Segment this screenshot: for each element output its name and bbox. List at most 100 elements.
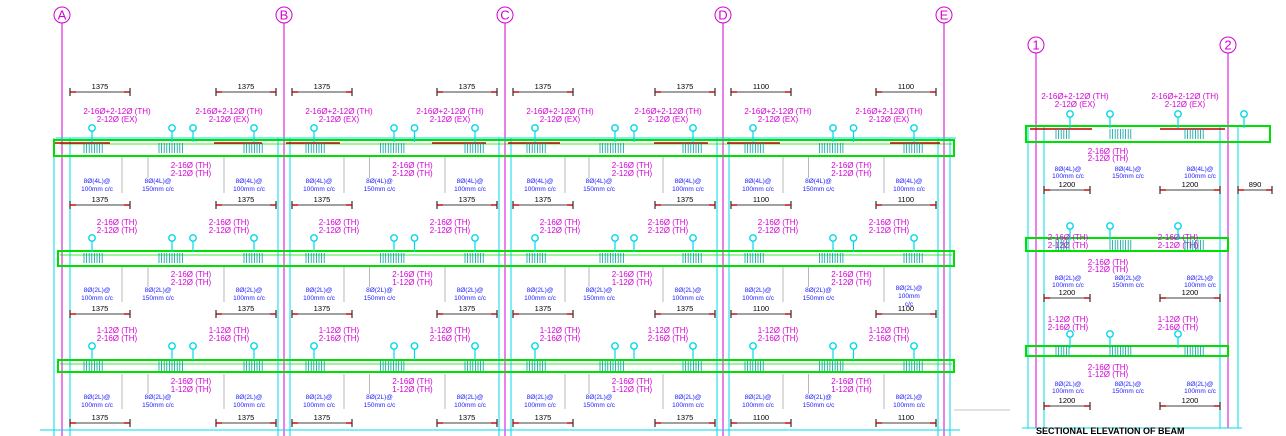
grid-label: E: [940, 8, 949, 23]
bar-mark-icon: [829, 342, 837, 350]
stirrup-label: 100mm c/c: [81, 295, 114, 302]
top-bar-label: 2-16Ø+2-12Ø (TH): [305, 107, 373, 116]
top-bar-label: 2-16Ø (TH): [758, 218, 799, 227]
bar-mark-icon: [829, 124, 837, 132]
bar-mark-icon: [749, 124, 757, 132]
bar-mark-icon: [849, 234, 858, 242]
bar-mark-icon: [189, 234, 197, 242]
dimension-label: 1375: [238, 195, 255, 204]
top-bar-label: 2-16Ø (TH): [1048, 323, 1089, 332]
stirrup-label: 8Ø(2L)@: [745, 394, 772, 401]
dimension-label: 1375: [677, 82, 694, 91]
top-bar-label: 2-12Ø (TH): [648, 226, 689, 235]
top-bar-label: 1-12Ø (TH): [648, 326, 689, 335]
stirrup-label: 8Ø(2L)@: [805, 394, 832, 401]
stirrup-label: 8Ø(4L)@: [84, 178, 111, 185]
stirrup-label: 100mm c/c: [893, 186, 926, 193]
top-bar-label: 2-16Ø+2-12Ø (TH): [744, 107, 812, 116]
stirrup-label: 8Ø(2L)@: [1187, 381, 1214, 388]
dimension-label: 1200: [1182, 288, 1199, 297]
extra-bar-label: 2-12Ø (EX): [209, 115, 250, 124]
stirrup-label: 100mm: [898, 293, 920, 300]
stirrup-label: 8Ø(2L)@: [675, 394, 702, 401]
dimension-label: 1375: [535, 195, 552, 204]
dimension-label: 1375: [677, 413, 694, 422]
beam-outline: [1025, 125, 1271, 143]
bar-mark-icon: [1106, 110, 1114, 118]
stirrup-label: 8Ø(4L)@: [457, 178, 484, 185]
bar-mark-icon: [410, 342, 419, 350]
top-bar-label: 2-16Ø (TH): [1158, 323, 1199, 332]
bar-mark-icon: [250, 234, 258, 242]
top-bar-label: 1-12Ø (TH): [430, 326, 471, 335]
top-bar-label: 2-16Ø (TH): [97, 334, 138, 343]
dimension-label: 1200: [1182, 180, 1199, 189]
dimension-label: 1375: [92, 413, 109, 422]
bar-mark-icon: [189, 342, 197, 350]
beam-outline: [57, 250, 955, 267]
stirrup-label: 8Ø(2L)@: [84, 394, 111, 401]
bar-mark-icon: [168, 234, 176, 242]
bottom-bar-label: 2-16Ø (TH): [1088, 147, 1129, 156]
grid-label: 1: [1032, 38, 1039, 53]
dimension-label: 1375: [677, 304, 694, 313]
grid-label: 2: [1224, 38, 1231, 53]
stirrup-label: 8Ø(4L)@: [745, 178, 772, 185]
dimension-label: 1375: [238, 304, 255, 313]
bar-mark-icon: [630, 234, 638, 242]
extra-bar-label: 2-12Ø (EX): [540, 115, 581, 124]
dimension-label: 1375: [92, 195, 109, 204]
bottom-bar-label: 2-16Ø (TH): [392, 161, 433, 170]
dimension-label: 890: [1249, 180, 1262, 189]
bar-mark-icon: [168, 124, 176, 132]
dimension-label: 1375: [92, 304, 109, 313]
stirrup-label: 8Ø(2L)@: [1055, 381, 1082, 388]
top-bar-label: 1-12Ø (TH): [1158, 315, 1199, 324]
stirrup-label: 100mm c/c: [303, 402, 336, 409]
stirrup-label: 8Ø(2L)@: [527, 287, 554, 294]
bar-mark-icon: [250, 342, 258, 350]
stirrup-label: 100mm c/c: [1052, 388, 1085, 395]
stirrup-label: 100mm c/c: [454, 295, 487, 302]
top-bar-label: 2-12Ø (TH): [209, 226, 250, 235]
bar-mark-icon: [189, 124, 197, 132]
stirrup-label: 8Ø(2L)@: [306, 287, 333, 294]
stirrup-label: 100mm c/c: [81, 402, 114, 409]
beam-outline: [53, 139, 955, 157]
bar-mark-icon: [410, 124, 419, 132]
bar-mark-icon: [611, 342, 619, 350]
top-bar-label: 2-16Ø+2-12Ø (TH): [195, 107, 263, 116]
top-bar-label: 2-16Ø (TH): [758, 334, 799, 343]
bottom-bar-label: 2-16Ø (TH): [392, 377, 433, 386]
top-bar-label: 2-12Ø (TH): [1158, 241, 1199, 250]
stirrup-label: 8Ø(4L)@: [1115, 166, 1142, 173]
stirrup-label: 8Ø(4L)@: [306, 178, 333, 185]
top-bar-label: 2-16Ø (TH): [430, 218, 471, 227]
bottom-bar-label: 2-16Ø (TH): [171, 270, 212, 279]
stirrup-label: 8Ø(4L)@: [675, 178, 702, 185]
bar-mark-icon: [310, 342, 318, 350]
dimension-label: 1200: [1059, 288, 1076, 297]
extra-bar-label: 2-12Ø (EX): [430, 115, 471, 124]
stirrup-label: c/c: [905, 301, 914, 308]
stirrup-label: 8Ø(2L)@: [896, 394, 923, 401]
stirrup-label: 8Ø(2L)@: [586, 287, 613, 294]
stirrup-label: 100mm c/c: [303, 186, 336, 193]
extra-bar-label: 2-12Ø (EX): [758, 115, 799, 124]
bottom-bar-label: 1-12Ø (TH): [612, 278, 653, 287]
top-bar-label: 2-16Ø (TH): [209, 334, 250, 343]
stirrup-label: 100mm c/c: [893, 402, 926, 409]
stirrup-label: 8Ø(4L)@: [527, 178, 554, 185]
dimension-label: 1375: [92, 82, 109, 91]
dimension-label: 1100: [753, 304, 769, 313]
dimension-label: 1375: [314, 304, 331, 313]
bar-mark-icon: [310, 124, 318, 132]
stirrup-label: 100mm c/c: [1184, 388, 1217, 395]
top-bar-label: 2-16Ø (TH): [869, 334, 910, 343]
bar-mark-icon: [689, 124, 697, 132]
top-bar-label: 2-16Ø (TH): [869, 218, 910, 227]
bottom-bar-label: 2-12Ø (TH): [612, 169, 653, 178]
top-bar-label: 2-16Ø (TH): [319, 334, 360, 343]
